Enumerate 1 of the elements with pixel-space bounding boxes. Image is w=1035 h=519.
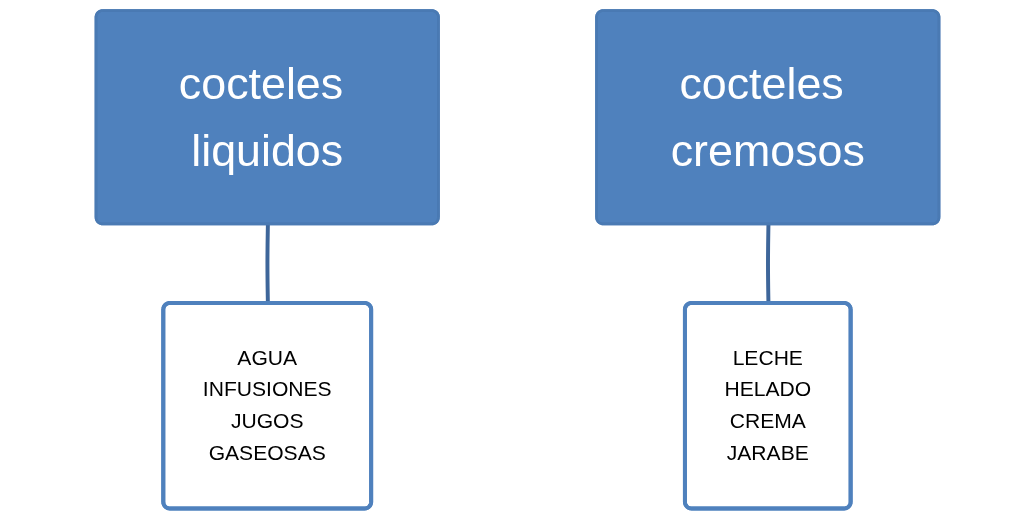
diagram-drawing: cocteles liquidos AGUA INFUSIONES JUGOS GASEOSAS cocteles cremosos LECHE HELADO CREMA JARABE: [0, 0, 1035, 519]
